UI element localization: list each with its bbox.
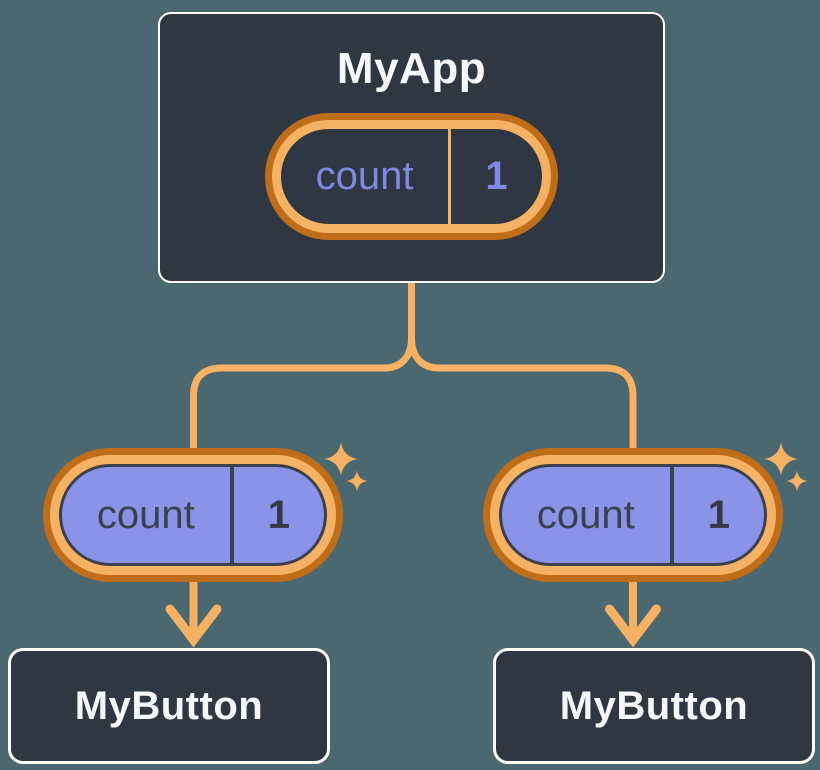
- arrow-right-head: [605, 604, 661, 648]
- prop-pill-right-child: count 1: [483, 448, 783, 582]
- prop-value: 1: [229, 467, 324, 563]
- prop-pill-ring: count 1: [50, 455, 336, 575]
- sparkle-icon: [786, 470, 808, 492]
- prop-pill-body: count 1: [59, 464, 327, 566]
- state-pill-ring: count 1: [272, 120, 551, 233]
- sparkle-icon: [764, 442, 798, 476]
- sparkle-icon: [324, 442, 358, 476]
- prop-label: count: [96, 492, 195, 537]
- state-pill-root: count 1: [265, 113, 558, 240]
- sparkle-icon: [346, 470, 368, 492]
- component-node-mybutton-right: MyButton: [493, 648, 815, 764]
- component-node-mybutton-left: MyButton: [8, 648, 330, 764]
- prop-label: count: [536, 492, 635, 537]
- prop-pill-left-child: count 1: [43, 448, 343, 582]
- component-title: MyButton: [559, 683, 749, 728]
- connector-root-to-left-child: [190, 280, 415, 456]
- component-title: MyButton: [74, 683, 264, 728]
- prop-pill-body: count 1: [499, 464, 767, 566]
- state-label: count: [315, 154, 414, 198]
- prop-pill-ring: count 1: [490, 455, 776, 575]
- component-title: MyApp: [336, 44, 487, 93]
- connector-root-to-right-child: [408, 280, 637, 456]
- arrow-left-head: [165, 604, 222, 648]
- state-value: 1: [448, 129, 542, 224]
- prop-value: 1: [669, 467, 764, 563]
